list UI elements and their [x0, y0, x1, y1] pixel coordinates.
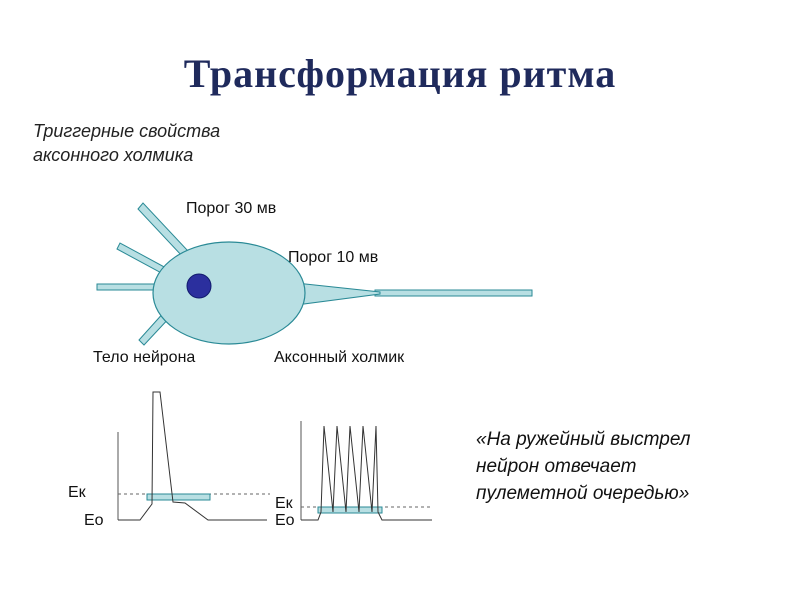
left-graph-eo-label: Ео — [84, 512, 104, 530]
neuron-body — [153, 242, 305, 344]
right-graph-burst-trace — [301, 426, 432, 520]
left-graph — [118, 392, 270, 520]
dendrite-left — [97, 284, 156, 290]
left-graph-potential-trace — [118, 392, 267, 520]
right-graph-eo-label: Ео — [275, 512, 295, 530]
right-graph-ek-label: Ек — [275, 495, 293, 513]
axon-hillock — [296, 283, 380, 305]
axon-hillock-label: Аксонный холмик — [274, 349, 404, 367]
quote-line-2: нейрон отвечает — [476, 453, 691, 480]
nucleus — [187, 274, 211, 298]
dendrite-top — [138, 203, 188, 257]
axon — [375, 290, 532, 296]
quote-line-1: «На ружейный выстрел — [476, 426, 691, 453]
quote-line-3: пулеметной очередью» — [476, 480, 691, 507]
quote: «На ружейный выстрел нейрон отвечает пул… — [476, 426, 691, 507]
neuron-body-label: Тело нейрона — [93, 349, 195, 367]
right-graph — [301, 421, 432, 520]
left-graph-ek-label: Ек — [68, 484, 86, 502]
threshold-hillock-label: Порог 10 мв — [288, 249, 378, 267]
threshold-body-label: Порог 30 мв — [186, 200, 276, 218]
left-graph-threshold-bar — [147, 494, 210, 500]
